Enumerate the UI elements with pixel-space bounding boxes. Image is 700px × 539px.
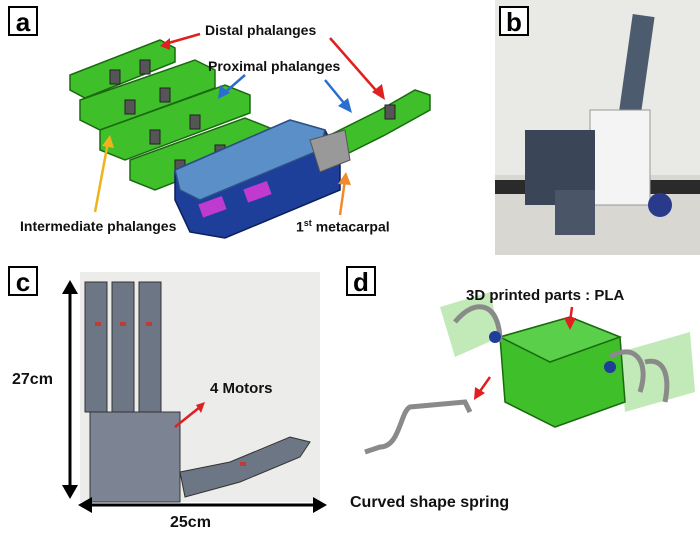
robot-hand-cad-render — [69, 32, 431, 239]
hand-photo-top-view — [62, 272, 327, 513]
finger-modules — [69, 39, 431, 191]
metacarpal-number: 1 — [296, 218, 304, 235]
label-curved-shape-spring: Curved shape spring — [350, 494, 510, 511]
panel-a-letter: a — [8, 6, 38, 36]
annotation-arrows — [93, 32, 385, 216]
label-distal-phalanges: Distal phalanges — [205, 22, 317, 38]
label-intermediate-phalanges: Intermediate phalanges — [20, 218, 177, 234]
panel-c: c 27cm 25cm 4 Motors — [0, 262, 340, 539]
panel-d-letter: d — [346, 266, 376, 296]
hand-photo-grasp — [495, 0, 700, 255]
label-proximal-phalanges: Proximal phalanges — [208, 58, 341, 74]
metacarpal-superscript: st — [303, 218, 312, 228]
panel-a: a — [0, 0, 490, 255]
panel-b-letter: b — [499, 6, 529, 36]
joint-spring-cad-render — [364, 292, 695, 455]
label-height-27cm: 27cm — [12, 371, 53, 388]
panel-c-letter: c — [8, 266, 38, 296]
metacarpal-word: metacarpal — [311, 218, 390, 235]
label-first-metacarpal: 1st metacarpal — [296, 218, 390, 235]
label-3d-printed-parts: 3D printed parts : PLA — [466, 287, 625, 304]
springs — [364, 304, 670, 455]
palm-block — [174, 119, 351, 239]
panel-d: d 3D printed parts : PLA Curved shape sp… — [340, 262, 700, 539]
panel-b: b — [495, 0, 700, 255]
label-width-25cm: 25cm — [170, 514, 211, 531]
label-4-motors: 4 Motors — [210, 380, 273, 397]
dimension-arrows — [62, 280, 327, 513]
